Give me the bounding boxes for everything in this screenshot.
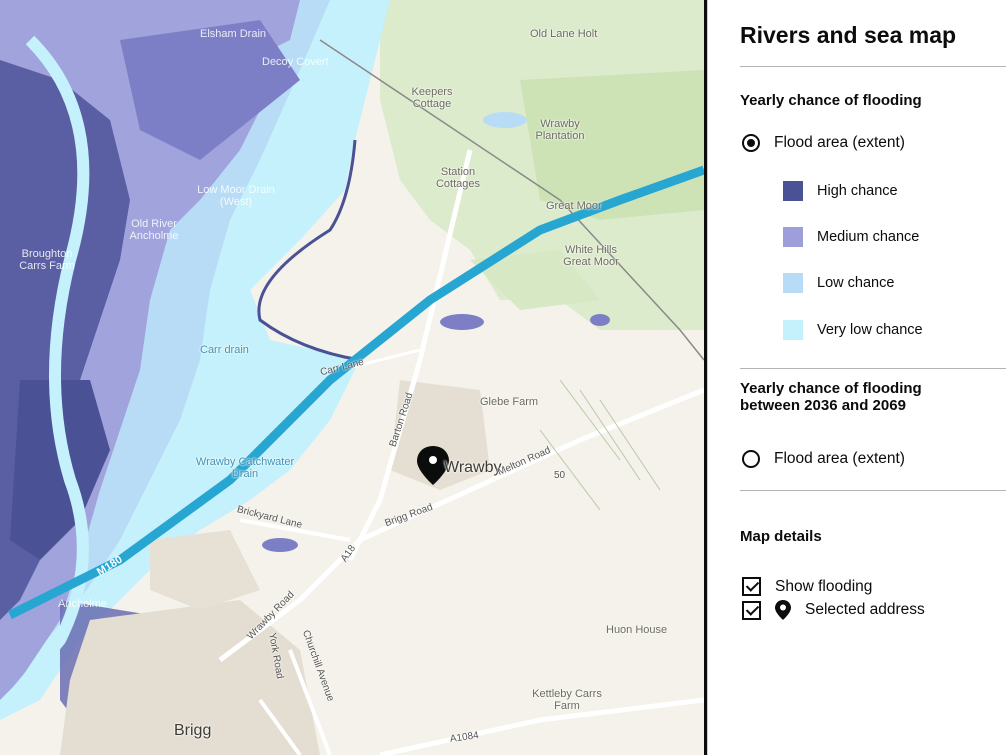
- legend-label-low: Low chance: [817, 275, 895, 291]
- label-wrawby-catchwater-drain: Wrawby Catchwater Drain: [195, 456, 295, 480]
- heading-map-details: Map details: [740, 528, 822, 545]
- legend-very-low: Very low chance: [783, 320, 923, 340]
- selected-address-pin[interactable]: [417, 446, 449, 485]
- label-white-hills-great-moor: White Hills Great Moor: [563, 244, 619, 268]
- divider-1: [740, 66, 1006, 67]
- label-station-cottages: Station Cottages: [435, 166, 481, 190]
- railway: [319, 39, 704, 361]
- flood-patch-1: [440, 314, 484, 330]
- label-old-lane-holt: Old Lane Holt: [530, 28, 598, 40]
- river-ancholme: [5, 35, 90, 704]
- divider-3: [740, 490, 1006, 491]
- radio-flood-area-future[interactable]: Flood area (extent): [742, 450, 905, 468]
- swatch-medium-icon: [783, 227, 803, 247]
- heading-yearly-chance-future: Yearly chance of flooding between 2036 a…: [740, 380, 922, 414]
- road-wrawby: [218, 538, 362, 662]
- label-glebe-farm: Glebe Farm: [480, 396, 539, 408]
- checkbox-selected-address[interactable]: Selected address: [742, 600, 925, 620]
- flood-patch-4: [483, 112, 527, 128]
- label-ancholme: Ancholme: [58, 598, 107, 610]
- label-elsham-drain: Elsham Drain: [200, 28, 267, 40]
- label-brigg: Brigg: [174, 722, 212, 739]
- map-pin-icon: [775, 600, 791, 620]
- map-key-panel: Rivers and sea map Yearly chance of floo…: [708, 0, 1006, 755]
- road-melton: [358, 387, 704, 543]
- swatch-high-icon: [783, 181, 803, 201]
- map-plantation: [520, 70, 704, 220]
- heading-future-line1: Yearly chance of flooding: [740, 380, 922, 397]
- radio-button-future[interactable]: [742, 450, 760, 468]
- checkbox-show-flooding-box[interactable]: [742, 577, 761, 596]
- flood-edge: [257, 139, 361, 362]
- motorway-m180: [7, 165, 704, 620]
- radio-label-future: Flood area (extent): [774, 450, 905, 467]
- checkbox-show-flooding-label: Show flooding: [775, 577, 873, 595]
- wrawby-village: [390, 380, 490, 490]
- field-boundaries: [539, 379, 661, 511]
- flood-medium-2: [120, 20, 300, 160]
- label-huon-house: Huon House: [606, 624, 668, 636]
- map-canvas[interactable]: [0, 0, 704, 755]
- legend-label-high: High chance: [817, 183, 898, 199]
- label-kettleby-carrs-farm: Kettleby Carrs Farm: [532, 688, 602, 712]
- radio-button-current[interactable]: [742, 134, 760, 152]
- label-broughton-carrs-farm: Broughton Carrs Farm: [19, 248, 75, 272]
- heading-future-line2: between 2036 and 2069: [740, 397, 906, 414]
- radio-flood-area-current[interactable]: Flood area (extent): [742, 134, 905, 152]
- heading-yearly-chance: Yearly chance of flooding: [740, 92, 922, 109]
- label-wrawby-plantation: Wrawby Plantation: [535, 118, 585, 142]
- road-a1084: [379, 697, 704, 755]
- road-brickyard: [239, 518, 351, 542]
- swatch-low-icon: [783, 273, 803, 293]
- flood-patch-3: [262, 538, 298, 552]
- label-low-moor-drain: Low Moor Drain (West): [197, 184, 275, 208]
- legend-medium: Medium chance: [783, 227, 919, 247]
- road-york: [258, 698, 302, 755]
- checkbox-selected-address-label: Selected address: [805, 601, 925, 618]
- legend-label-medium: Medium chance: [817, 229, 920, 245]
- checkbox-selected-address-box[interactable]: [742, 600, 761, 620]
- legend-high: High chance: [783, 181, 898, 201]
- label-carr-drain: Carr drain: [200, 344, 249, 356]
- legend-low: Low chance: [783, 273, 894, 293]
- radio-label-current: Flood area (extent): [774, 134, 905, 151]
- map-field: [470, 250, 600, 310]
- label-great-moor: Great Moor: [546, 200, 602, 212]
- flood-patch-2: [590, 314, 610, 326]
- flood-map[interactable]: Elsham Drain Decoy Covert Old Lane Holt …: [0, 0, 704, 755]
- brigg-north: [150, 530, 260, 610]
- label-keepers-cottage: Keepers Cottage: [411, 86, 453, 110]
- brigg-town: [60, 600, 320, 755]
- label-old-river-ancholme: Old River Ancholme: [129, 218, 179, 242]
- flood-high-2: [10, 380, 110, 560]
- swatch-very-low-icon: [783, 320, 803, 340]
- label-number-50: 50: [554, 470, 566, 481]
- checkbox-show-flooding[interactable]: Show flooding: [742, 577, 872, 596]
- label-wrawby: Wrawby: [444, 459, 502, 476]
- road-barton: [347, 149, 473, 562]
- divider-2: [740, 368, 1006, 369]
- label-decoy-covert: Decoy Covert: [262, 56, 329, 68]
- legend-label-very-low: Very low chance: [817, 322, 923, 338]
- panel-title: Rivers and sea map: [740, 22, 957, 48]
- road-churchill: [288, 649, 332, 755]
